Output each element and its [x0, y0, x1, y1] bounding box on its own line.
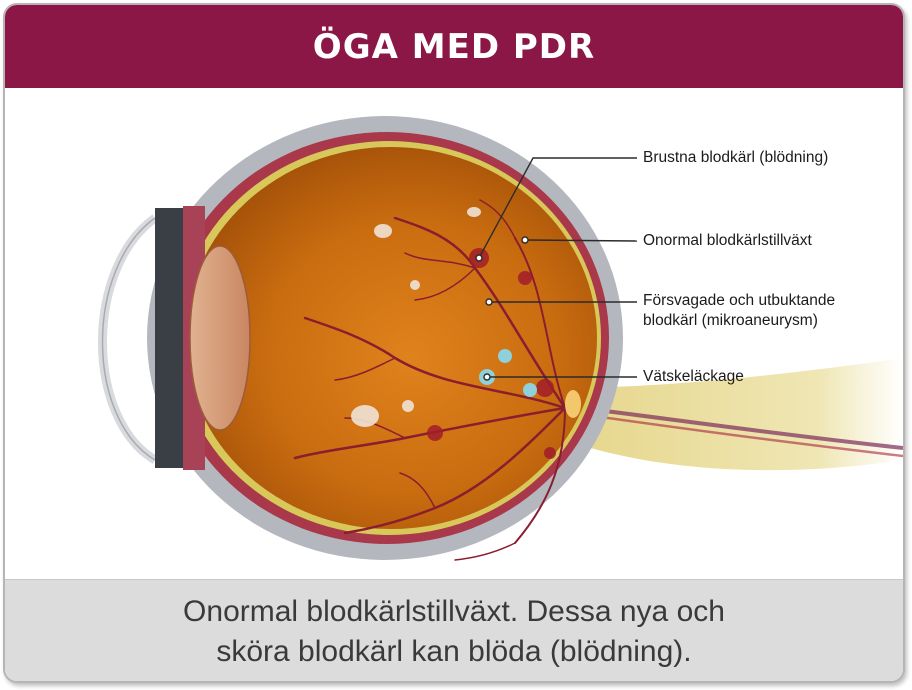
caption-line-1: Onormal blodkärlstillväxt. Dessa nya och [183, 592, 725, 632]
label-forsvagade-line2: blodkärl (mikroaneurysm) [643, 311, 818, 331]
label-forsvagade-line1: Försvagade och utbuktande [643, 291, 835, 311]
caption-line-2: sköra blodkärl kan blöda (blödning). [216, 632, 691, 672]
optic-disc [565, 390, 581, 418]
title-banner: ÖGA MED PDR [5, 5, 903, 88]
illustration-card: ÖGA MED PDR [3, 3, 905, 683]
page-title: ÖGA MED PDR [313, 27, 595, 67]
eye-illustration: Brustna blodkärl (blödning) Onormal blod… [5, 88, 903, 579]
lens [190, 246, 250, 430]
label-onormal-blodkarlstillvaxt: Onormal blodkärlstillväxt [643, 231, 812, 251]
label-vatskelackage: Vätskeläckage [643, 367, 744, 387]
label-brustna-blodkarl: Brustna blodkärl (blödning) [643, 148, 828, 168]
caption-box: Onormal blodkärlstillväxt. Dessa nya och… [5, 579, 903, 683]
